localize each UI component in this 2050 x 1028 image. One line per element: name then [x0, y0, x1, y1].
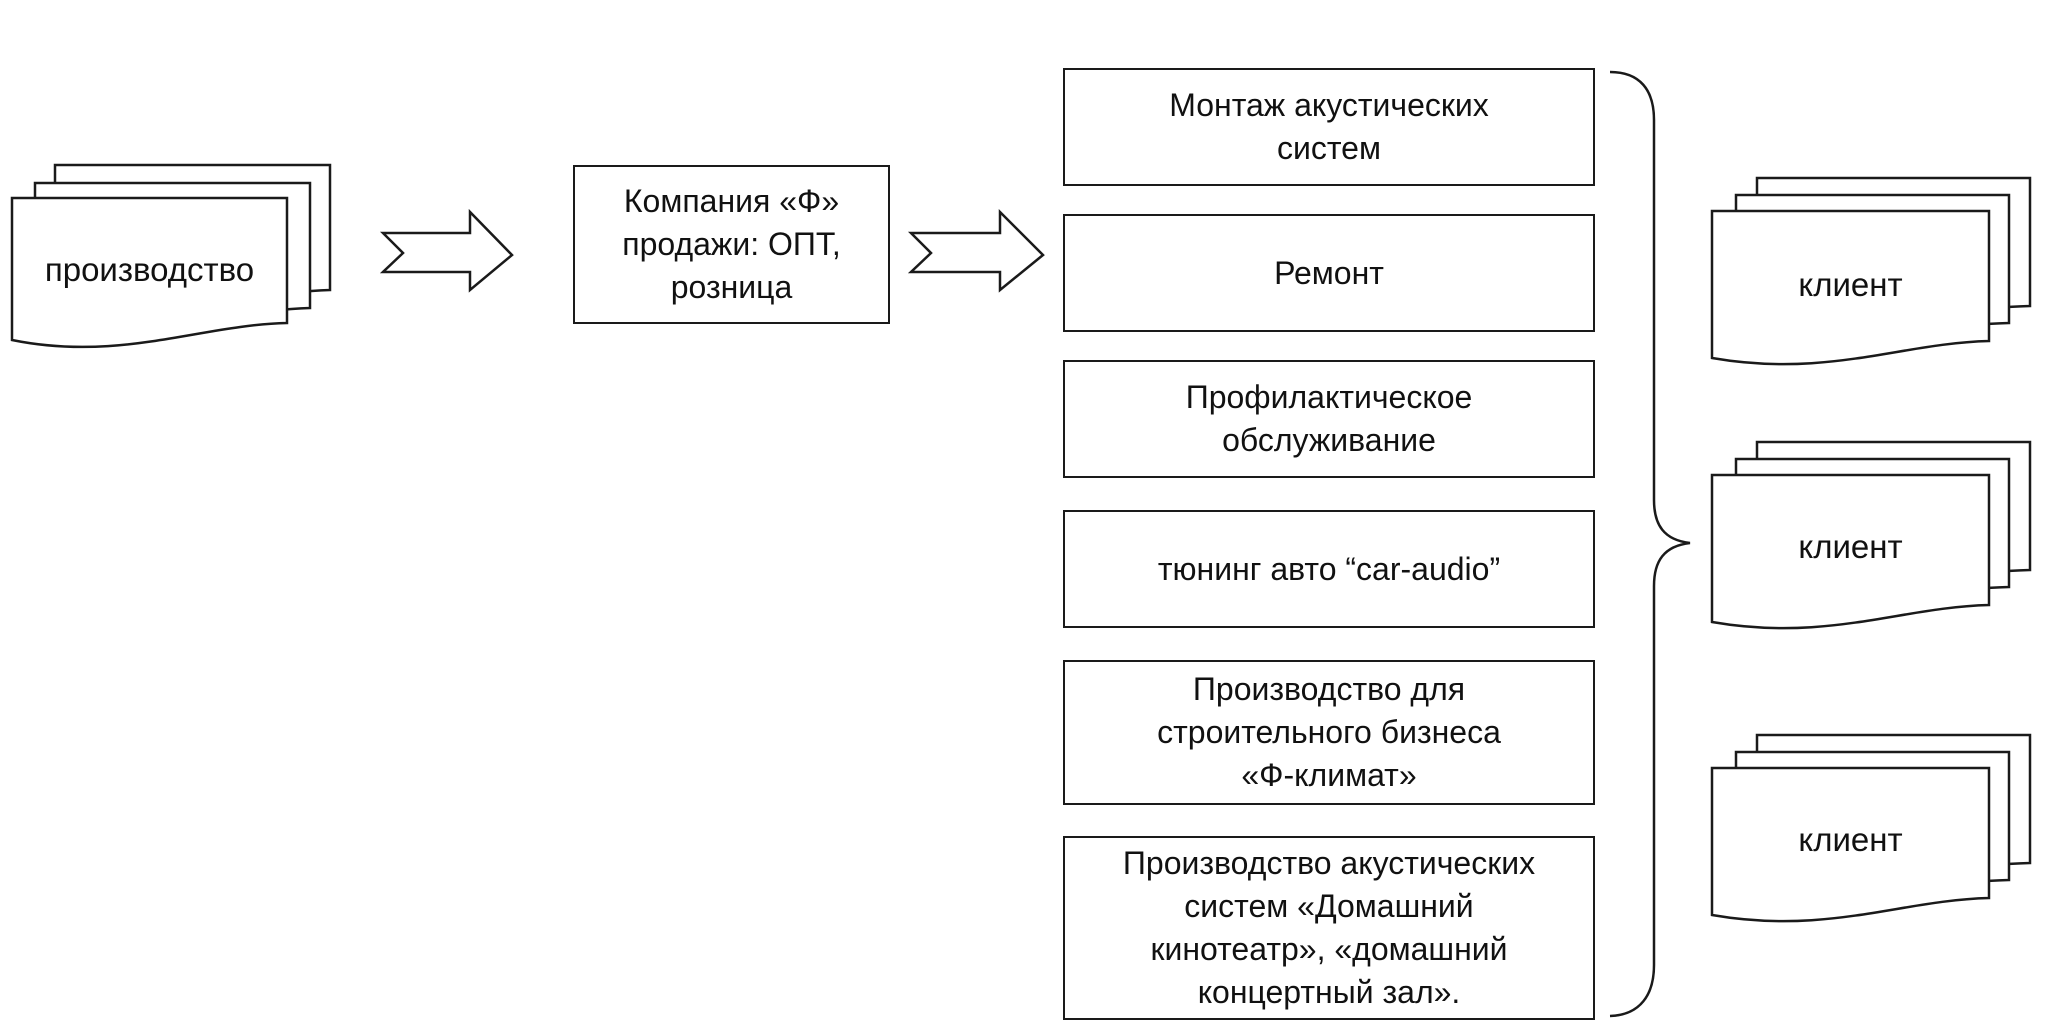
service-4-line-1: тюнинг авто “car-audio” [1157, 550, 1501, 587]
client-document-stack-3 [1710, 733, 2032, 923]
service-box-acoustic-production: Производство акустических систем «Домашн… [1063, 836, 1595, 1020]
service-6-line-3: кинотеатр», «домашний [1150, 931, 1508, 967]
client-label-2-text: клиент [1798, 528, 1903, 565]
service-1-line-1: Монтаж акустических [1169, 87, 1489, 123]
client-label-1-text: клиент [1798, 266, 1903, 303]
flow-arrow-1 [379, 208, 514, 293]
service-1-line-2: систем [1277, 130, 1381, 166]
company-line-3: розница [670, 269, 793, 305]
company-box: Компания «Ф» продажи: ОПТ, розница [573, 165, 890, 324]
client-document-stack-1 [1710, 176, 2032, 366]
client-label-3-text: клиент [1798, 821, 1903, 858]
service-5-line-2: строительного бизнеса [1157, 714, 1501, 750]
client-label-2: клиент [1712, 507, 1989, 587]
service-box-repair: Ремонт [1063, 214, 1595, 332]
company-line-1: Компания «Ф» [623, 183, 840, 219]
flow-arrow-2 [907, 208, 1045, 293]
service-box-installation: Монтаж акустических систем [1063, 68, 1595, 186]
service-3-line-1: Профилактическое [1185, 379, 1473, 415]
service-5-line-3: «Ф-климат» [1241, 757, 1417, 793]
service-6-line-1: Производство акустических [1122, 845, 1536, 881]
service-6-line-4: концертный зал». [1197, 974, 1461, 1010]
company-line-2: продажи: ОПТ, [622, 226, 841, 262]
service-5-line-1: Производство для [1192, 671, 1466, 707]
client-document-stack-2 [1710, 440, 2032, 630]
source-label: производство [12, 230, 287, 310]
service-6-line-2: систем «Домашний [1184, 888, 1474, 924]
service-box-maintenance: Профилактическое обслуживание [1063, 360, 1595, 478]
service-box-construction: Производство для строительного бизнеса «… [1063, 660, 1595, 805]
grouping-brace [1609, 70, 1691, 1018]
source-label-text: производство [44, 251, 255, 288]
service-box-tuning: тюнинг авто “car-audio” [1063, 510, 1595, 628]
client-label-3: клиент [1712, 800, 1989, 880]
client-label-1: клиент [1712, 245, 1989, 325]
source-document-stack [10, 163, 332, 349]
service-3-line-2: обслуживание [1222, 422, 1436, 458]
service-2-line-1: Ремонт [1274, 254, 1384, 291]
